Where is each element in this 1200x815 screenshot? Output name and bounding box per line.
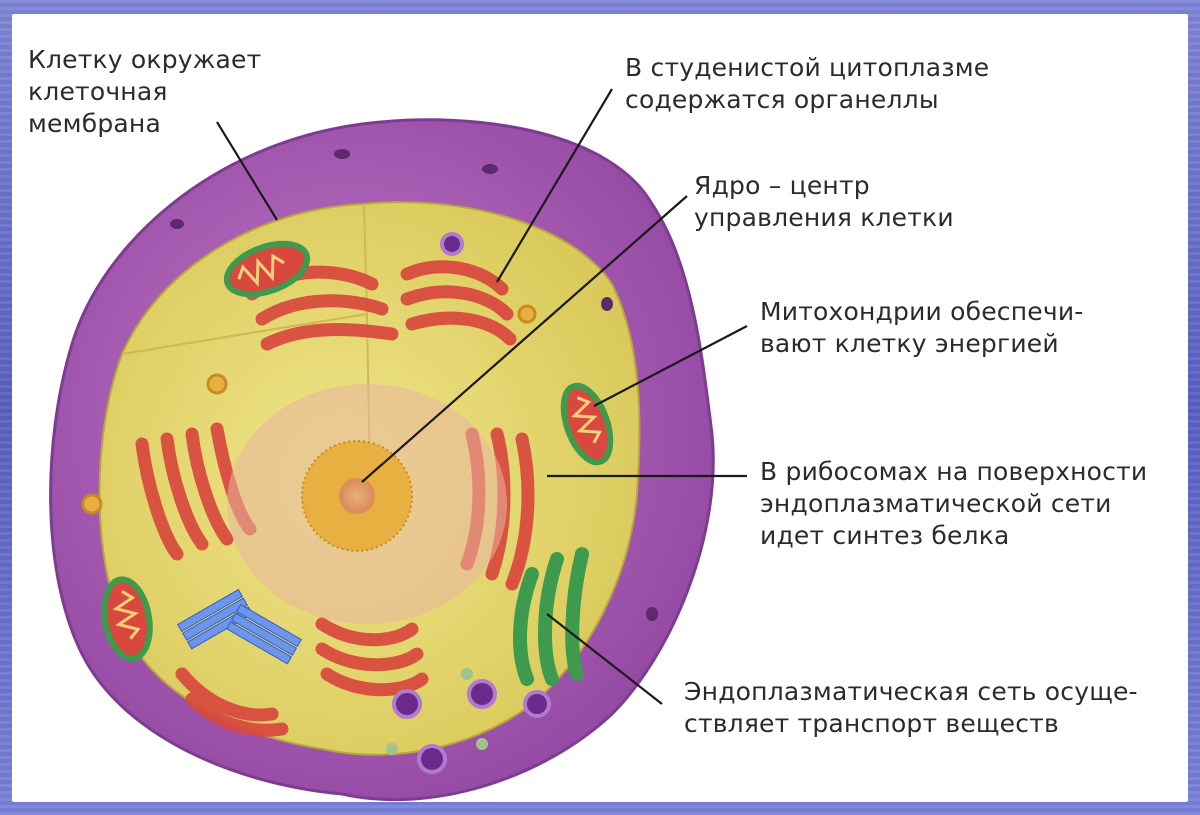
leader-nucleus — [361, 195, 688, 483]
vesicles — [81, 232, 551, 774]
leader-lines — [216, 88, 748, 705]
centrioles — [177, 588, 302, 665]
label-er: Эндоплазматическая сеть осуще- ствляет т… — [684, 677, 1138, 738]
golgi-apparatus — [513, 547, 589, 686]
nucleus — [227, 384, 507, 624]
leader-mitochondria — [593, 325, 748, 407]
leader-cytoplasm — [496, 88, 613, 283]
label-ribosomes: В рибосомах на поверхности эндоплазматич… — [760, 457, 1148, 550]
label-nucleus: Ядро – центр управления клетки — [694, 171, 954, 232]
leader-membrane — [216, 121, 278, 221]
mitochondria — [101, 240, 614, 662]
cell-diagram — [49, 88, 748, 802]
leader-er — [546, 613, 663, 705]
label-cytoplasm: В студенистой цитоплазме содержатся орга… — [625, 53, 990, 114]
label-membrane: Клетку окружает клеточная мембрана — [28, 45, 262, 138]
diagram-panel: Клетку окружает клеточная мембрана В сту… — [12, 14, 1188, 802]
membrane-pores — [170, 149, 658, 621]
label-mitochondria: Митохондрии обеспечи- вают клетку энерги… — [760, 297, 1084, 358]
